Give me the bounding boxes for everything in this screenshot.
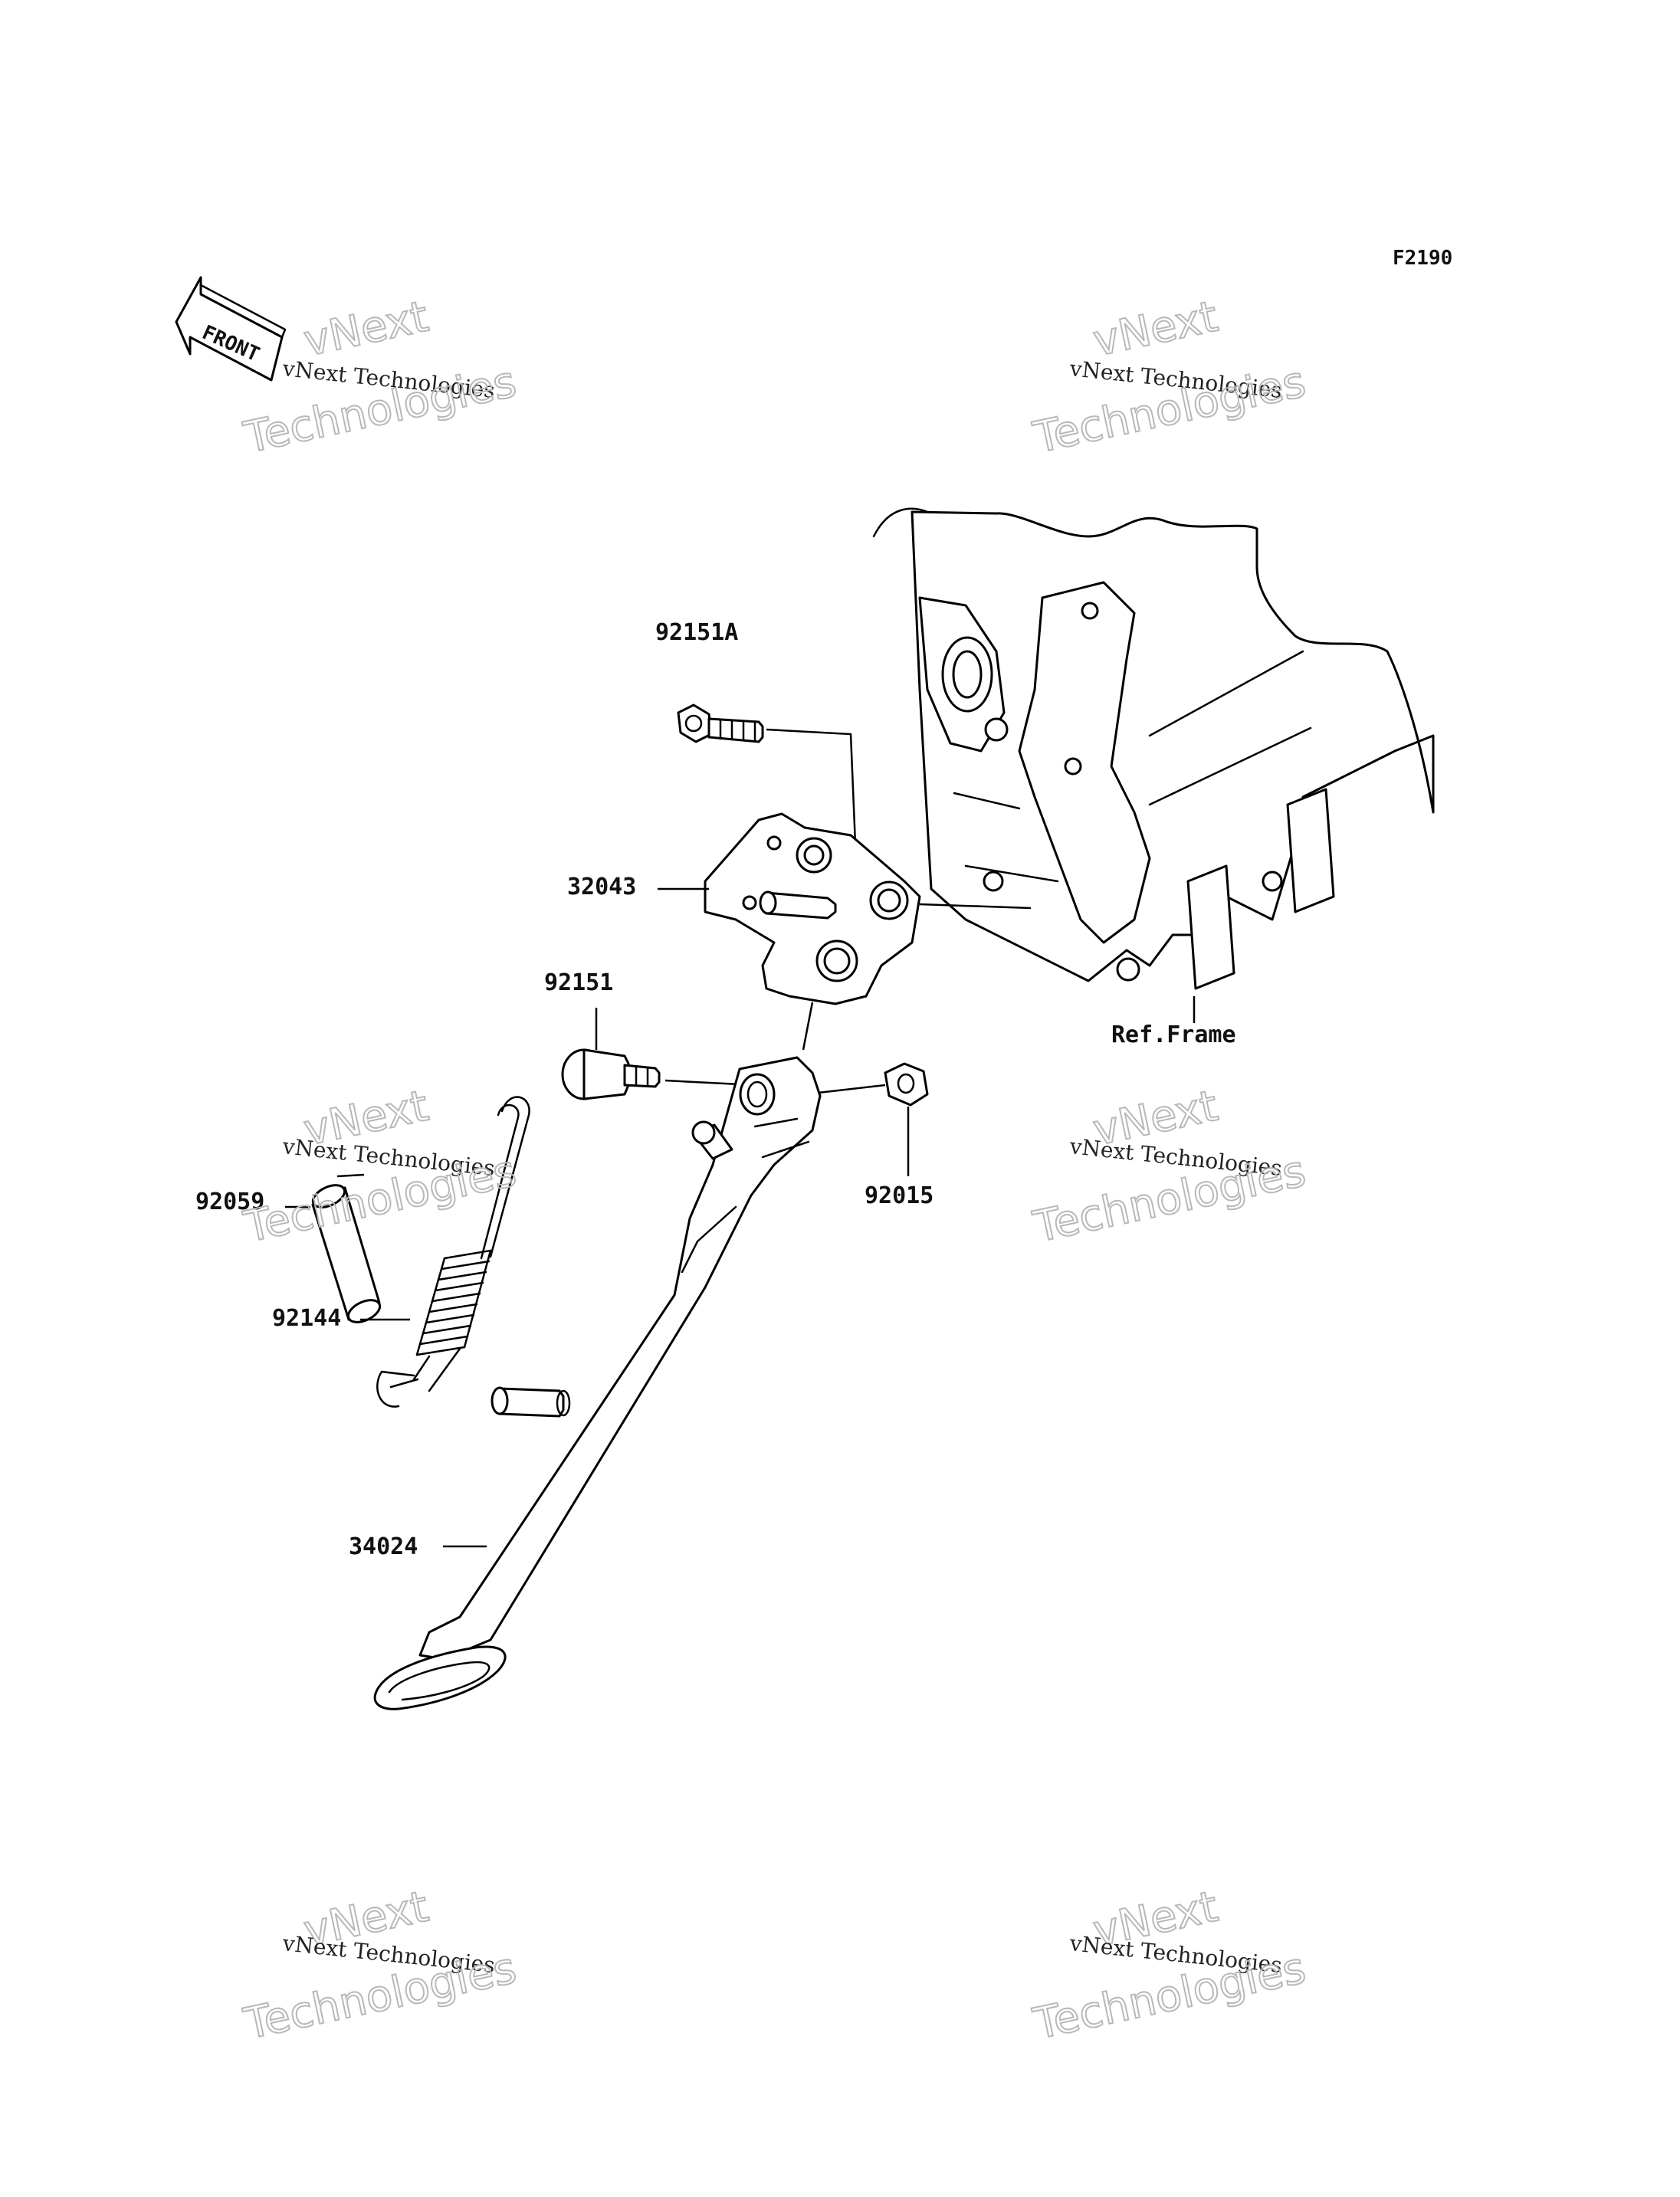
spring-coils xyxy=(415,1249,492,1356)
bolt-92151 xyxy=(561,1048,661,1100)
label-34024: 34024 xyxy=(349,1533,418,1560)
label-92059: 92059 xyxy=(195,1189,264,1215)
nut-92015 xyxy=(884,1062,929,1107)
watermark: vNext vNext Technologies Technologies xyxy=(239,1080,521,1254)
watermark: vNext vNext Technologies Technologies xyxy=(1029,1881,1311,2051)
label-92151: 92151 xyxy=(544,969,613,996)
sidestand-34024 xyxy=(373,1056,822,1710)
label-32043: 32043 xyxy=(567,874,636,900)
label-92151A: 92151A xyxy=(655,619,738,646)
bracket-32043 xyxy=(704,812,921,1005)
label-92144: 92144 xyxy=(272,1305,341,1332)
diagram-code: F2190 xyxy=(1393,247,1452,270)
pin xyxy=(491,1386,571,1418)
label-ref-frame: Ref.Frame xyxy=(1111,1021,1236,1048)
label-92015: 92015 xyxy=(865,1182,934,1209)
spring-92144 xyxy=(376,1096,530,1408)
watermark: vNext vNext Technologies Technologies xyxy=(239,291,521,464)
watermark-line1: vNext xyxy=(300,292,433,367)
watermark-line1: vNext xyxy=(1089,292,1222,367)
watermark: vNext vNext Technologies Technologies xyxy=(1029,291,1311,464)
frame-drawing xyxy=(872,507,1435,990)
watermark: vNext vNext Technologies Technologies xyxy=(1029,1080,1311,1254)
front-arrow-icon: FRONT xyxy=(175,276,287,382)
watermark: vNext vNext Technologies Technologies xyxy=(239,1881,521,2051)
collar-92059 xyxy=(311,1184,382,1323)
bolt-92151A xyxy=(677,703,764,743)
